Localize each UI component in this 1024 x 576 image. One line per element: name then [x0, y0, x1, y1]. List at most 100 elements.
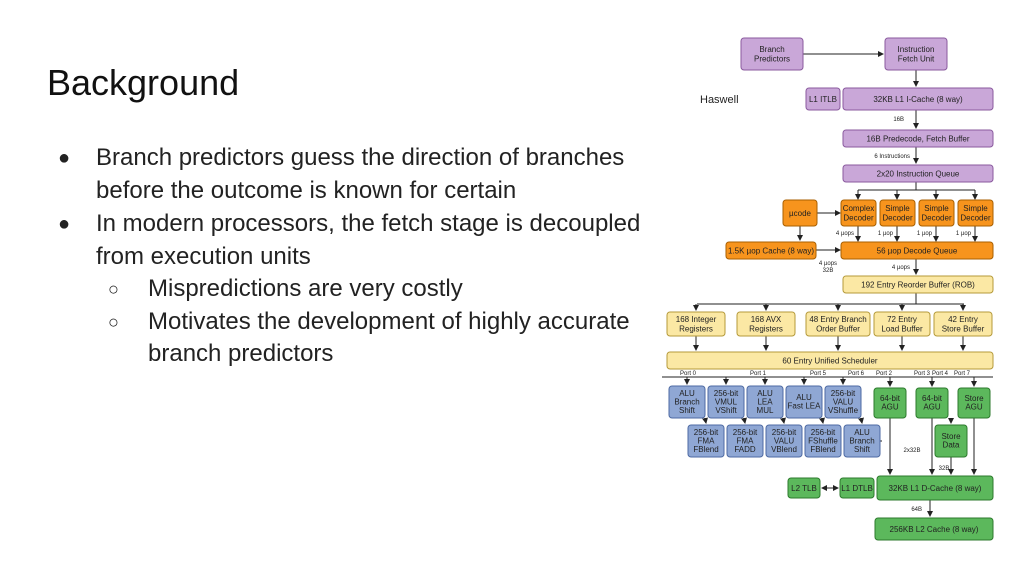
l1-dcache-box: 32KB L1 D-Cache (8 way): [876, 475, 994, 501]
uop-cache-width-label: 4 µops: [819, 261, 837, 267]
sub-bullet-text: Motivates the development of highly accu…: [148, 307, 630, 368]
execution-unit-box-label: MUL: [757, 406, 774, 415]
decoder-uop-label: 1 µop: [956, 231, 972, 237]
uop-cache-width-label: 32B: [823, 268, 834, 274]
l2-tlb-box-label: L2 TLB: [791, 484, 817, 493]
execution-unit-box-label: VMUL: [715, 397, 738, 406]
uop-cache-box: 1.5K µop Cache (8 way): [725, 241, 817, 260]
bullet-text: Branch predictors guess the direction of…: [96, 144, 625, 204]
register-file-box-label: 48 Entry Branch: [809, 315, 866, 324]
bullet-dot: ●: [58, 147, 71, 169]
l2-tlb-box: L2 TLB: [787, 477, 821, 499]
port-label: Port 1: [750, 371, 767, 377]
execution-unit-box-label: VShift: [715, 406, 737, 415]
l2-cache-box-label: 256KB L2 Cache (8 way): [890, 525, 979, 534]
bullet-text: In modern processors, the fetch stage is…: [96, 210, 641, 270]
port-label: Port 4: [932, 371, 949, 377]
simple-decoder-box-label: Decoder: [921, 214, 952, 223]
execution-unit-box-label: 256-bit: [694, 428, 719, 437]
execution-unit-box-label: Shift: [679, 406, 696, 415]
agu-box-label: AGU: [923, 403, 941, 412]
sub-bullet-item: ○ Mispredictions are very costly: [58, 273, 658, 306]
simple-decoder-box-label: Decoder: [882, 214, 913, 223]
slide-title: Background: [47, 62, 240, 103]
unified-scheduler-box-label: 60 Entry Unified Scheduler: [782, 356, 878, 365]
execution-unit-box-label: Branch: [674, 397, 699, 406]
diagram-title: Haswell: [700, 94, 739, 106]
decode-queue-box: 56 µop Decode Queue: [840, 241, 994, 260]
load-width-label: 2x32B: [903, 448, 920, 454]
agu-box-label: AGU: [965, 403, 983, 412]
bullet-item: ● Branch predictors guess the direction …: [58, 142, 658, 207]
complex-decoder-box-label: Decoder: [843, 214, 874, 223]
register-file-box-label: Registers: [679, 325, 713, 334]
register-file-box-label: 42 Entry: [948, 315, 978, 324]
simple-decoder-box-label: Simple: [963, 204, 988, 213]
agu-box-label: 64-bit: [922, 394, 943, 403]
ucode-box-label: µcode: [789, 209, 812, 218]
port-label: Port 0: [680, 371, 697, 377]
l1-dcache-box-label: 32KB L1 D-Cache (8 way): [889, 484, 982, 493]
bullet-dot: ●: [58, 213, 71, 235]
register-file-box-label: Store Buffer: [942, 325, 985, 334]
execution-unit-box-label: VShuffle: [828, 406, 859, 415]
execution-unit-box-label: FBlend: [810, 445, 835, 454]
register-file-box-label: 72 Entry: [887, 315, 917, 324]
l1-itlb-box-label: L1 ITLB: [809, 95, 837, 104]
execution-unit-box-label: ALU: [679, 389, 695, 398]
port-label: Port 6: [848, 371, 865, 377]
ucode-box: µcode: [782, 199, 818, 227]
register-file-box-label: Registers: [749, 325, 783, 334]
execution-unit-box-label: VALU: [774, 436, 795, 445]
l1-icache-box-label: 32KB L1 I-Cache (8 way): [873, 95, 963, 104]
agu-box-label: 64-bit: [880, 394, 901, 403]
sub-bullet-dot: ○: [108, 311, 119, 332]
store-data-box-label: Data: [943, 441, 960, 450]
simple-decoder-box-label: Simple: [924, 204, 949, 213]
sub-bullet-dot: ○: [108, 279, 119, 299]
port-label: Port 7: [954, 371, 971, 377]
execution-unit-box-label: 256-bit: [811, 428, 836, 437]
port-label: Port 2: [876, 371, 893, 377]
register-file-box-label: Load Buffer: [881, 325, 923, 334]
complex-decoder-box-label: Complex: [843, 204, 875, 213]
l2-width-label: 64B: [911, 507, 922, 513]
unified-scheduler-box: 60 Entry Unified Scheduler: [666, 351, 994, 370]
predecode-width-label: 6 Instructions: [874, 154, 910, 160]
execution-unit-box-label: VALU: [833, 397, 854, 406]
bullet-item: ● In modern processors, the fetch stage …: [58, 208, 658, 273]
execution-unit-box-label: 256-bit: [772, 428, 797, 437]
execution-unit-box-label: 256-bit: [714, 389, 739, 398]
execution-unit-box-label: Fast LEA: [788, 402, 822, 411]
simple-decoder-box-label: Decoder: [960, 214, 991, 223]
execution-unit-box-label: Branch: [849, 436, 874, 445]
port-label: Port 3: [914, 371, 931, 377]
decoder-uop-label: 1 µop: [878, 231, 894, 237]
instruction-fetch-unit-box-label: Fetch Unit: [898, 55, 935, 64]
sub-bullet-text: Mispredictions are very costly: [148, 275, 463, 302]
predecode-box-label: 16B Predecode, Fetch Buffer: [866, 134, 969, 143]
execution-unit-box-label: LEA: [757, 397, 773, 406]
l1-dtlb-box-label: L1 DTLB: [841, 484, 873, 493]
decoder-uop-label: 1 µop: [917, 231, 933, 237]
